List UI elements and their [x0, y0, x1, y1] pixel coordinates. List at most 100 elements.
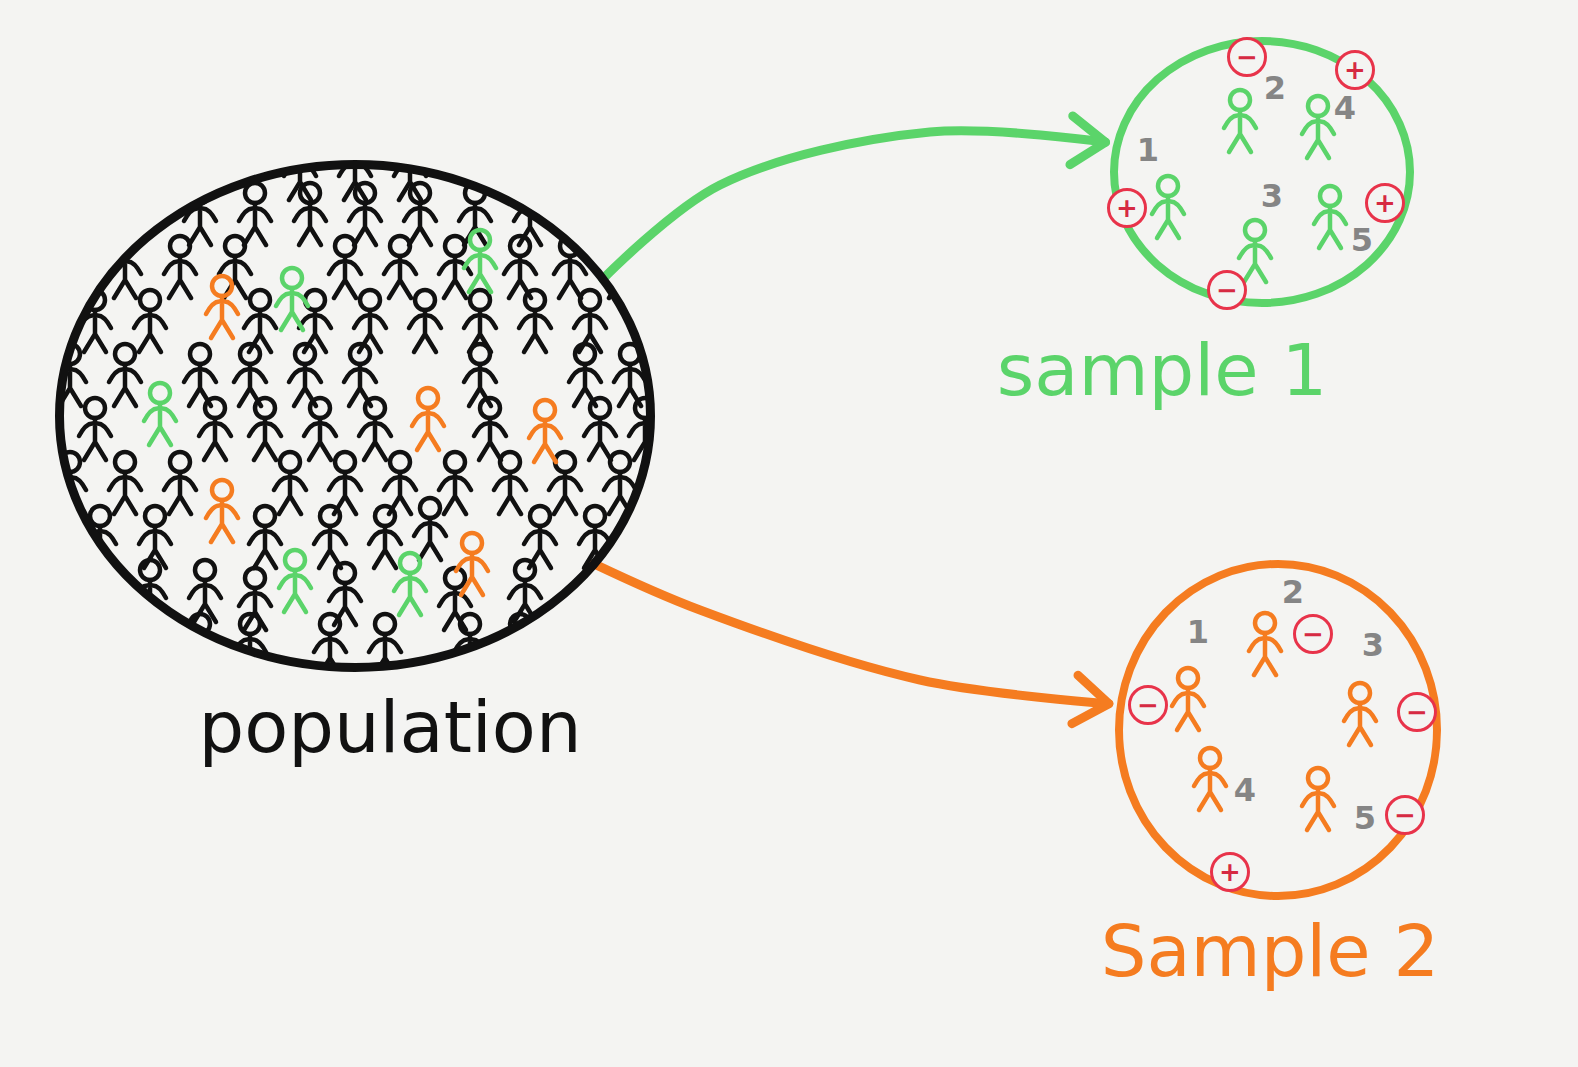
stick-figure	[474, 398, 506, 460]
arrowhead	[1072, 675, 1109, 723]
circle-border	[1119, 564, 1437, 896]
stick-figure	[109, 344, 141, 406]
stick-figure	[1302, 96, 1334, 158]
sign-symbol: −	[1302, 621, 1324, 647]
stick-figure	[279, 550, 311, 612]
stick-figure	[199, 398, 231, 460]
sample-2-people	[1172, 613, 1376, 830]
sign-circle: −	[1227, 37, 1267, 77]
population-crowd	[54, 138, 661, 676]
callout-number: 4	[1334, 92, 1356, 124]
stick-figure	[276, 268, 308, 330]
stick-figure	[584, 398, 616, 460]
sample-1-people	[1152, 90, 1346, 282]
stick-figure	[409, 290, 441, 352]
stick-figure	[206, 276, 238, 338]
connector-line	[603, 131, 1106, 279]
stick-figure	[239, 183, 271, 245]
callout-number: 2	[1282, 576, 1304, 608]
stick-figure	[274, 452, 306, 514]
stick-figure	[394, 553, 426, 615]
stick-figure	[529, 400, 561, 462]
stick-figure	[164, 236, 196, 298]
stick-figure	[79, 398, 111, 460]
stick-figure	[164, 452, 196, 514]
group-heading: population	[198, 690, 581, 766]
sample-circle: +−−++sample 1	[1110, 37, 1414, 307]
crowd-black	[54, 138, 661, 676]
circle-outline	[1115, 560, 1441, 900]
sign-circle: +	[1210, 852, 1250, 892]
arrow-connector	[594, 564, 1109, 724]
crowd-orange	[206, 276, 561, 595]
callout-number: 1	[1137, 134, 1159, 166]
population-circle: population	[55, 160, 655, 672]
circle-border	[60, 165, 651, 668]
stick-figure	[109, 452, 141, 514]
stick-figure	[359, 398, 391, 460]
stick-figure	[439, 568, 471, 630]
stick-figure	[314, 506, 346, 568]
stick-figure	[464, 230, 496, 292]
stick-figure	[1314, 186, 1346, 248]
sign-symbol: +	[1374, 190, 1396, 216]
stick-figure	[294, 183, 326, 245]
callout-number: 2	[1264, 72, 1286, 104]
crowd-green	[144, 230, 496, 615]
connector-line	[594, 564, 1109, 704]
sign-circle: −	[1207, 270, 1247, 310]
sign-symbol: −	[1394, 802, 1416, 828]
stick-figure	[1224, 90, 1256, 152]
sign-symbol: +	[1219, 859, 1241, 885]
stick-figure	[1239, 220, 1271, 282]
stick-figure	[519, 290, 551, 352]
sign-circle: −	[1397, 692, 1437, 732]
sign-circle: −	[1293, 614, 1333, 654]
stick-figure	[1172, 668, 1204, 730]
stick-figure	[414, 498, 446, 560]
sign-symbol: −	[1236, 44, 1258, 70]
callout-number: 5	[1354, 802, 1376, 834]
stick-figure	[456, 533, 488, 595]
circle-border	[1114, 41, 1410, 303]
stick-figure	[1194, 748, 1226, 810]
callout-number: 3	[1362, 629, 1384, 661]
stick-figure	[239, 568, 271, 630]
stick-figure	[439, 452, 471, 514]
callout-number: 4	[1234, 774, 1256, 806]
sign-circle: −	[1385, 795, 1425, 835]
sign-symbol: +	[1116, 195, 1138, 221]
stick-figure	[1344, 683, 1376, 745]
stick-figure	[369, 506, 401, 568]
arrowhead	[1070, 116, 1106, 165]
arrow-connector	[603, 116, 1106, 279]
sign-symbol: −	[1406, 699, 1428, 725]
sign-circle: +	[1365, 183, 1405, 223]
stick-figure	[304, 398, 336, 460]
stick-figure	[1302, 768, 1334, 830]
sign-circle: −	[1128, 685, 1168, 725]
stick-figure	[134, 290, 166, 352]
stick-figure	[1249, 613, 1281, 675]
sign-symbol: +	[1344, 57, 1366, 83]
stick-figure	[574, 290, 606, 352]
callout-number: 5	[1351, 224, 1373, 256]
stick-figure	[219, 236, 251, 298]
sample-circle: −−−+−Sample 2	[1115, 560, 1441, 900]
stick-figure	[144, 383, 176, 445]
stick-figure	[384, 236, 416, 298]
group-heading: sample 1	[997, 333, 1327, 409]
stick-figure	[494, 452, 526, 514]
group-heading: Sample 2	[1101, 914, 1440, 990]
stick-figure	[139, 506, 171, 568]
stick-figure	[206, 480, 238, 542]
circle-outline	[55, 160, 655, 672]
stick-figure	[189, 560, 221, 622]
sign-circle: +	[1335, 50, 1375, 90]
callout-number: 1	[1187, 616, 1209, 648]
stick-figure	[349, 183, 381, 245]
callout-number: 3	[1261, 180, 1283, 212]
stick-figure	[249, 398, 281, 460]
